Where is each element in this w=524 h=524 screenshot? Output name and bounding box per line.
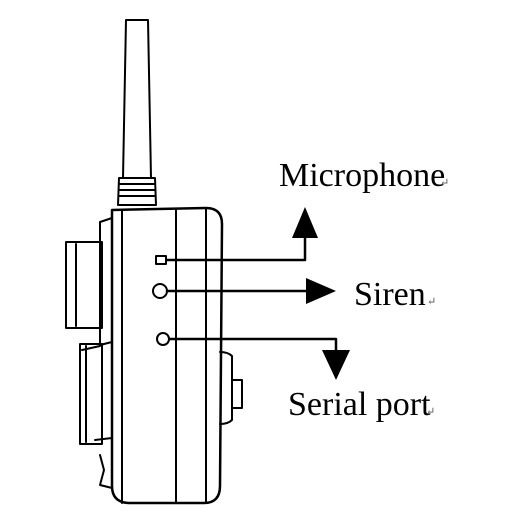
microphone-paragraph-mark: ↵ bbox=[440, 177, 449, 189]
microphone-jack bbox=[155, 255, 167, 265]
belt-clip-icon bbox=[65, 241, 103, 445]
serial-port-jack bbox=[156, 332, 170, 346]
radio-body-icon bbox=[94, 206, 224, 505]
serial-port-paragraph-mark: ↵ bbox=[426, 406, 435, 418]
microphone-leader bbox=[165, 234, 307, 262]
microphone-label: Microphone bbox=[279, 157, 445, 194]
siren-jack bbox=[152, 283, 168, 299]
arrow-down-icon bbox=[322, 350, 350, 380]
serial-port-leader bbox=[168, 337, 338, 354]
antenna-icon bbox=[117, 19, 157, 206]
arrow-up-icon bbox=[292, 207, 318, 238]
siren-paragraph-mark: ↵ bbox=[427, 296, 436, 308]
arrow-right-icon bbox=[306, 278, 336, 304]
siren-label: Siren bbox=[354, 276, 426, 313]
serial-port-label: Serial port bbox=[288, 386, 431, 423]
side-accessory bbox=[219, 351, 243, 425]
